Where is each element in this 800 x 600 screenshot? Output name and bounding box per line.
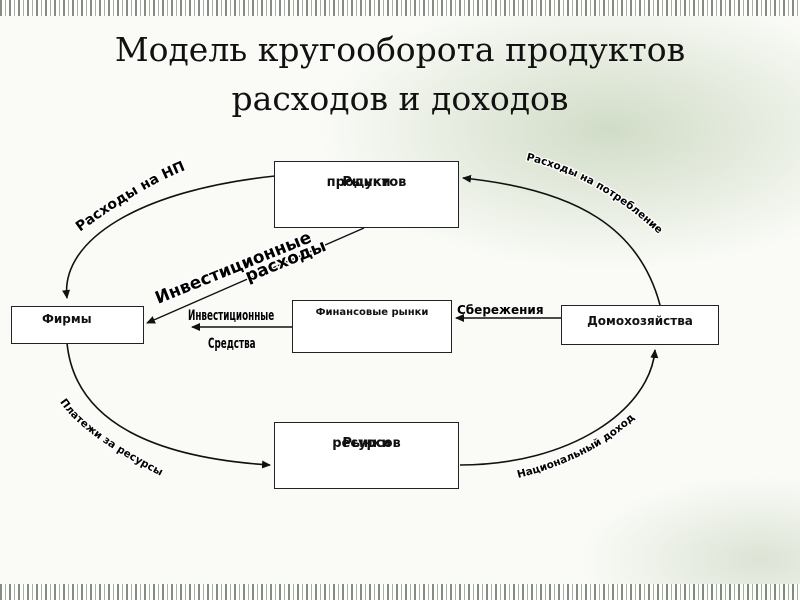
slide-title-line-1: Модель кругооборота продуктов — [114, 30, 686, 69]
arrow-households-to-product-market — [462, 174, 661, 306]
arrow-resource-market-to-households — [459, 349, 659, 466]
label-investment-funds-line1: Инвестиционные — [188, 307, 274, 324]
box-households: Домохозяйства — [561, 305, 719, 345]
arrow-investment-spending — [146, 227, 365, 324]
box-financial-markets: Финансовые рынки — [292, 300, 452, 353]
slide-title-line-2: расходов и доходов — [231, 79, 569, 118]
box-financial-markets-label: Финансовые рынки — [315, 307, 429, 318]
label-resource-payments: Платежи за ресурсы — [57, 397, 164, 479]
label-investment-funds-line2: Средства — [208, 335, 256, 352]
decorative-stripes-top — [0, 0, 800, 16]
label-national-income: Национальный доход — [516, 412, 637, 481]
label-savings: Сбережения — [457, 303, 544, 317]
arrow-firms-to-product-market — [62, 175, 276, 299]
box-firms: Фирмы — [11, 306, 144, 344]
decorative-stripes-bottom — [0, 584, 800, 600]
box-firms-label: Фирмы — [42, 312, 92, 326]
arrow-firms-to-resource-market — [66, 342, 271, 469]
box-households-label: Домохозяйства — [587, 314, 693, 328]
